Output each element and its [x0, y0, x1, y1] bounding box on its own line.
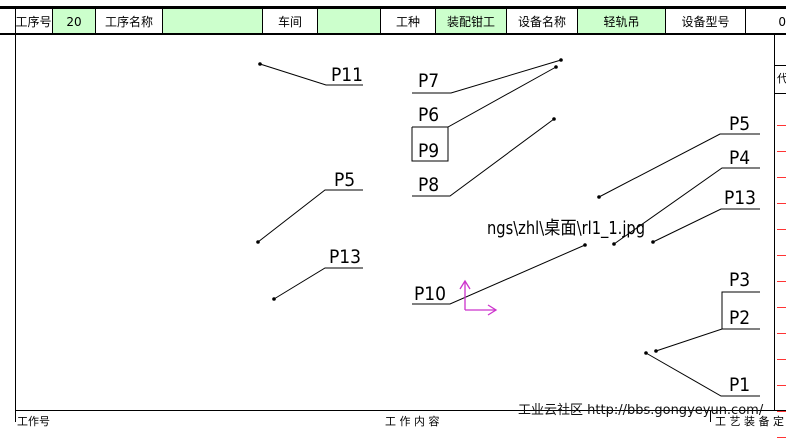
header-cell-equipment-name-value[interactable]: 轻轨吊: [578, 9, 666, 34]
header-cell-equipment-name-label: 设备名称: [507, 9, 578, 34]
leader-p13-left: [273, 267, 363, 300]
leader-p1: [645, 352, 760, 397]
panel-row-divider: [777, 125, 786, 126]
header-cell-process-no-value[interactable]: 20: [53, 9, 96, 34]
leader-dot: [654, 349, 658, 353]
panel-row-divider: [777, 385, 786, 386]
leader-dot: [559, 58, 563, 62]
leader-dot: [644, 351, 648, 355]
leader-p8: [412, 118, 555, 197]
panel-row-divider: [777, 151, 786, 152]
label-p3: P3: [729, 269, 750, 291]
panel-row-divider: [777, 359, 786, 360]
panel-row-divider: [777, 281, 786, 282]
leader-p7: [412, 59, 562, 94]
frame-right-line: [774, 35, 775, 410]
footer-center-label: 工 作 内 容: [385, 415, 440, 428]
header-top-rule: [0, 6, 786, 9]
leader-p11: [259, 63, 363, 86]
label-p13-right: P13: [724, 187, 756, 209]
footer-divider: [710, 410, 711, 422]
label-p2: P2: [729, 307, 750, 329]
label-p9: P9: [418, 140, 439, 162]
panel-row-divider: [777, 255, 786, 256]
header-cell-process-name-value[interactable]: [163, 9, 263, 34]
header-cell-process-name-label: 工序名称: [96, 9, 163, 34]
panel-row-divider: [777, 177, 786, 178]
leader-dot: [597, 195, 601, 199]
label-p5-left: P5: [334, 169, 355, 191]
label-p8: P8: [418, 174, 439, 196]
header-cell-equipment-model-label: 设备型号: [666, 9, 746, 34]
label-p1: P1: [729, 374, 750, 396]
leader-dot: [612, 242, 616, 246]
leader-dot: [554, 65, 558, 69]
header-cell-equipment-model-value[interactable]: 0: [778, 14, 786, 29]
assembly-drawing: P11 P5 P13 P7 P6 P9 P8 P10 P5 P4 P13 P3 …: [256, 58, 760, 397]
header-cell-workshop-label: 车间: [263, 9, 318, 34]
leader-p2: [655, 328, 760, 352]
leader-dot: [256, 240, 260, 244]
coordinate-axis-icon: [459, 279, 498, 316]
panel-row-divider: [777, 411, 786, 412]
leader-dot: [583, 243, 587, 247]
panel-row-divider: [777, 307, 786, 308]
image-path-text: ngs\zhl\桌面\rl1_1.jpg: [487, 218, 645, 239]
leader-p4: [613, 167, 760, 245]
label-p13-left: P13: [329, 246, 361, 268]
label-p5-right: P5: [729, 113, 750, 135]
panel-row-divider: [777, 203, 786, 204]
header-cell-process-no-label: 工序号: [15, 9, 53, 34]
frame-bottom-line: [15, 410, 786, 411]
header-cell-workshop-value[interactable]: [318, 9, 381, 34]
label-p11: P11: [331, 64, 363, 86]
leader-p10: [412, 244, 586, 305]
footer-left-label: 工作号: [17, 415, 50, 428]
leader-dot: [552, 117, 556, 121]
panel-row-divider: [777, 229, 786, 230]
leader-p5-left: [257, 189, 363, 243]
leader-p13-right: [652, 208, 760, 243]
label-p6: P6: [418, 104, 439, 126]
watermark-text: 工业云社区 http://bbs.gongyeyun.com/: [518, 403, 764, 418]
label-p4: P4: [729, 147, 750, 169]
header-cell-trade-label: 工种: [381, 9, 436, 34]
leader-dot: [651, 240, 655, 244]
label-p10: P10: [414, 283, 446, 305]
leader-p9-box: [411, 127, 449, 162]
label-p7: P7: [418, 70, 439, 92]
header-bottom-rule: [0, 33, 786, 35]
header-cell-trade-value[interactable]: 装配钳工: [436, 9, 507, 34]
leader-dot: [272, 297, 276, 301]
panel-row-divider: [777, 333, 786, 334]
frame-left-line: [15, 9, 16, 422]
leader-p5-right: [598, 133, 760, 198]
right-panel-header: 代: [777, 72, 786, 85]
leader-dot: [258, 62, 262, 66]
process-header: 工序号 20 工序名称 车间 工种 装配钳工 设备名称 轻轨吊 设备型号 0: [0, 0, 786, 38]
leader-p3: [721, 291, 760, 329]
